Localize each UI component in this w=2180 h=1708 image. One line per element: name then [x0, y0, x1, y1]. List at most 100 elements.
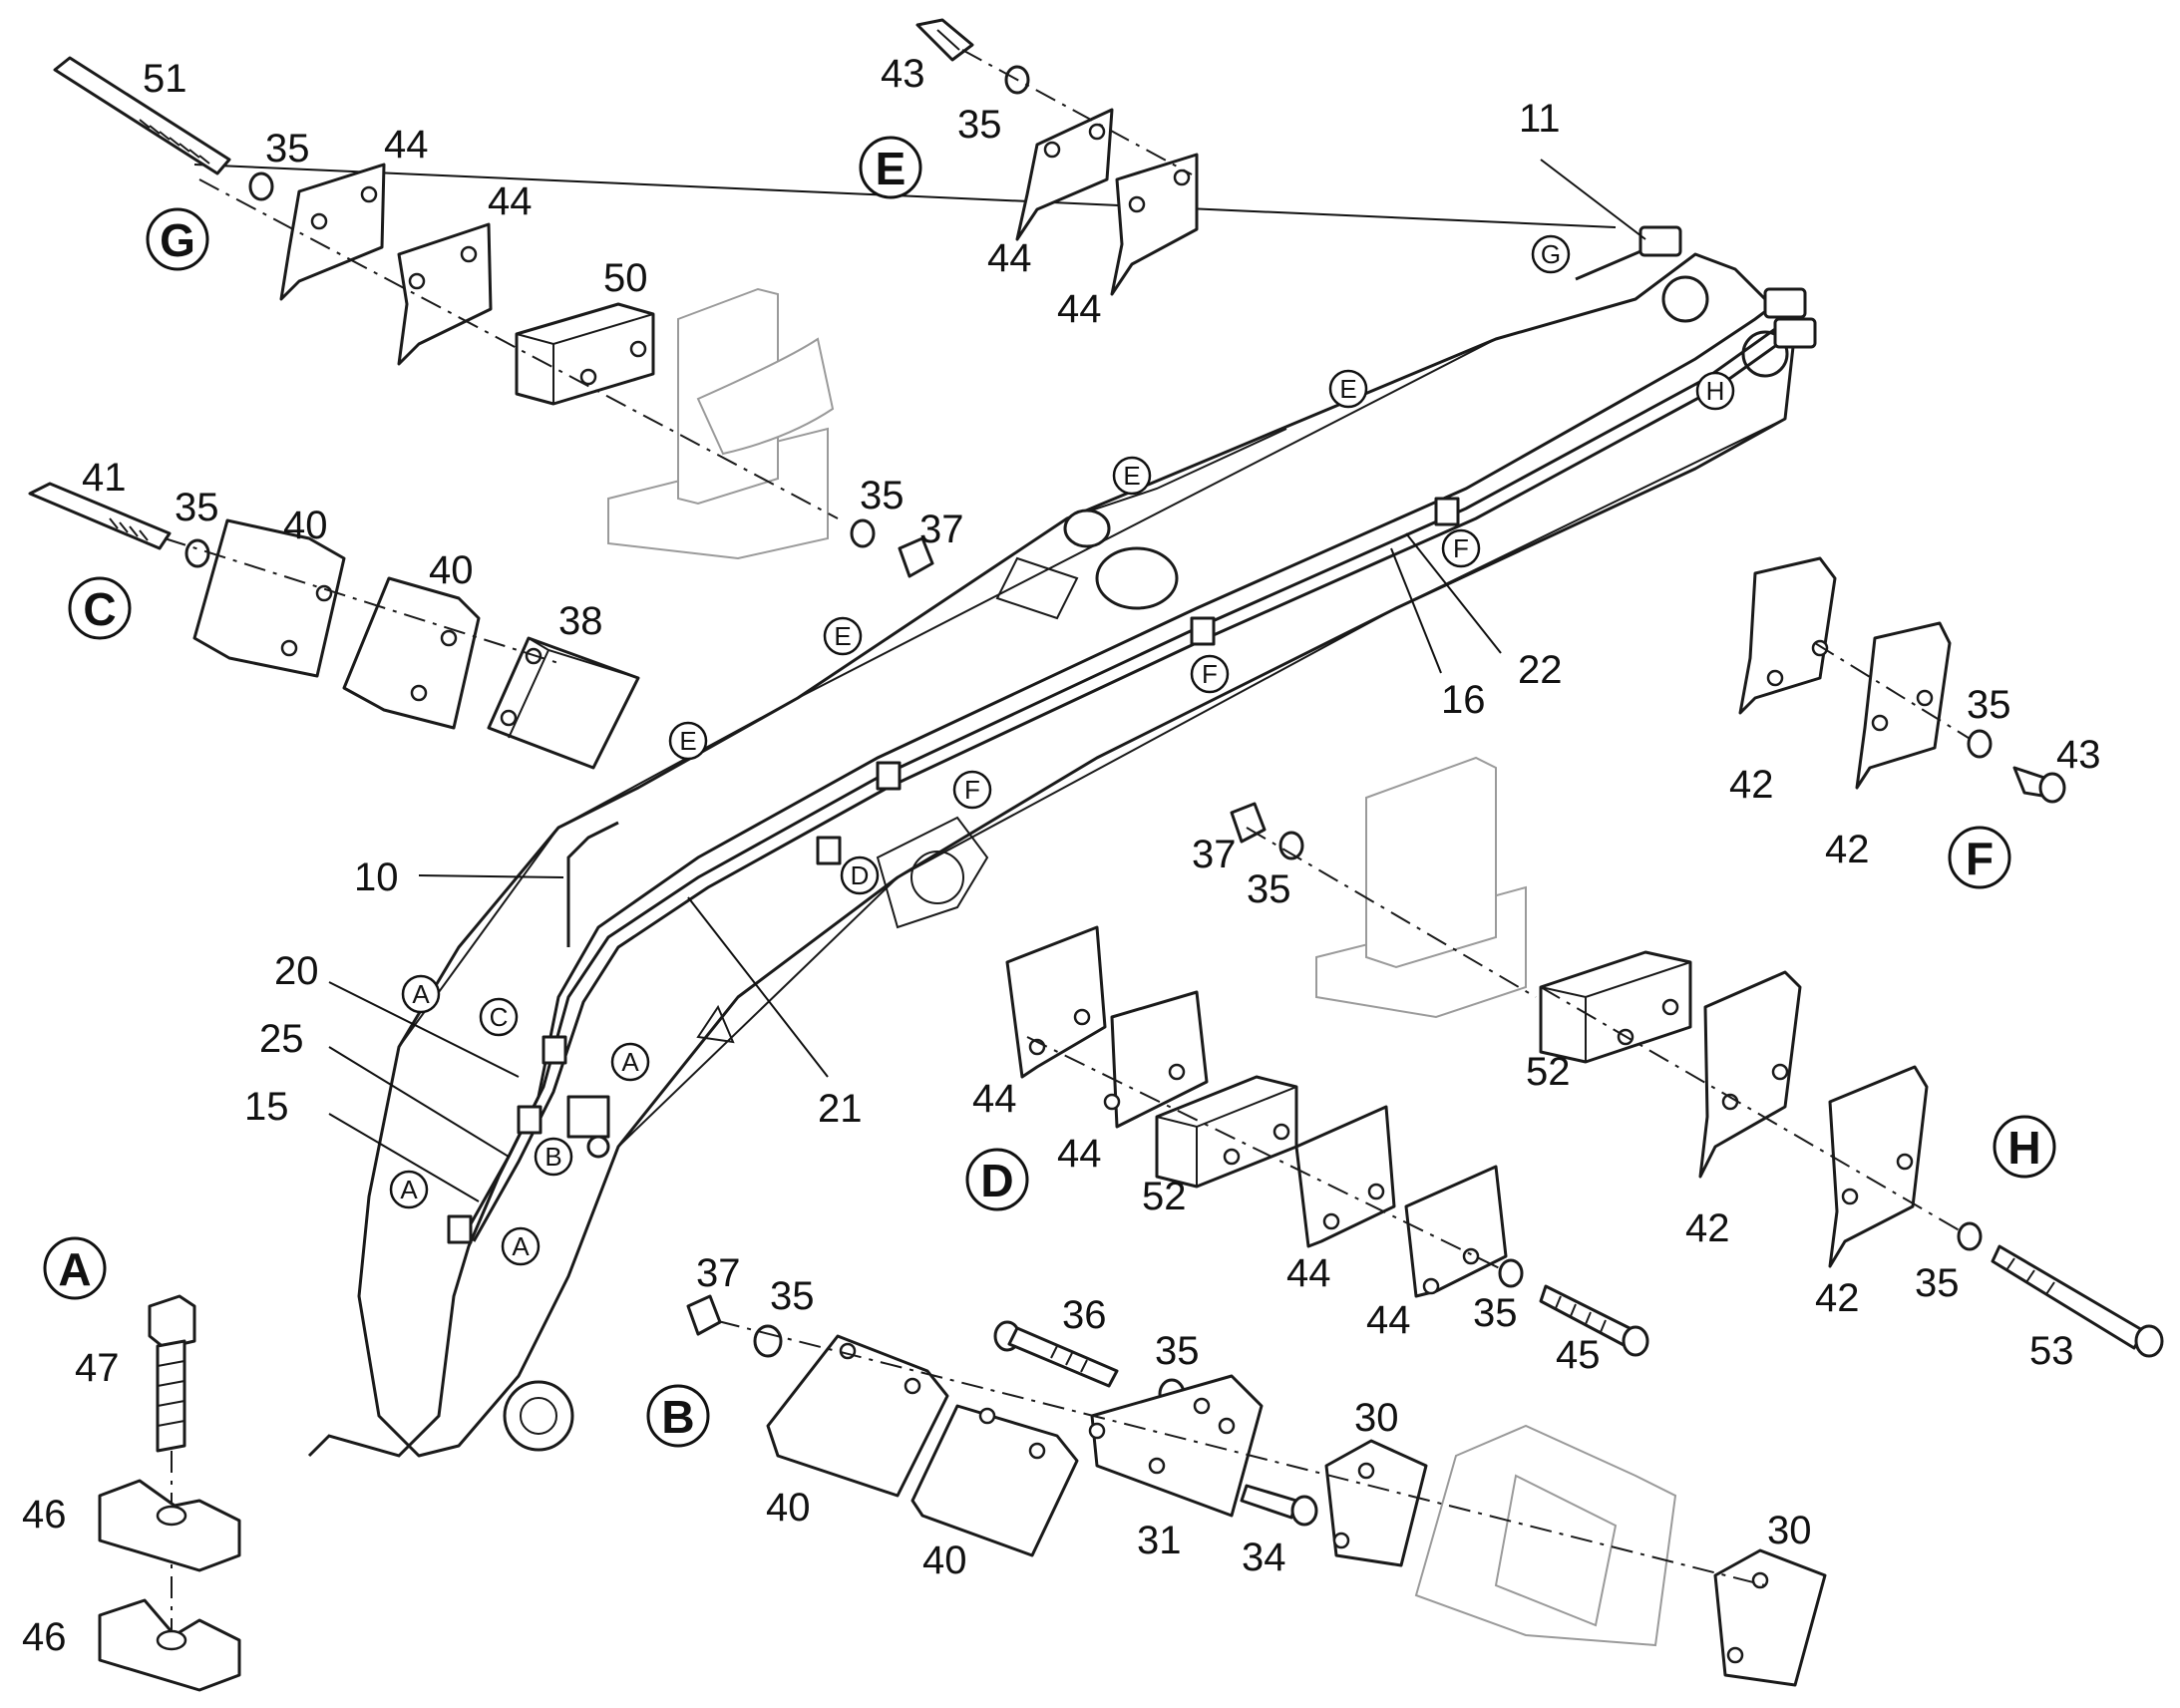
- callout-35: 35: [265, 127, 310, 171]
- callout-44: 44: [1366, 1298, 1411, 1342]
- callout-35: 35: [1473, 1291, 1518, 1335]
- callout-40: 40: [283, 504, 328, 547]
- boom-marker-f2: F: [1190, 654, 1230, 694]
- washer-35-f: [1967, 729, 1993, 759]
- washer-35-h: [1957, 1221, 1983, 1251]
- bolt-45: [1539, 1284, 1649, 1357]
- washer-35-c: [184, 538, 210, 568]
- callout-35: 35: [1247, 867, 1291, 911]
- boom-marker-d: D: [840, 855, 880, 895]
- callout-20: 20: [274, 949, 319, 993]
- callout-34: 34: [1242, 1536, 1286, 1579]
- clamp-42-f-rear: [1855, 621, 1952, 790]
- bracket-mount-d: [1315, 756, 1527, 1019]
- callout-35: 35: [1967, 683, 2011, 727]
- block-30-front: [1324, 1439, 1428, 1567]
- callout-44: 44: [1057, 287, 1102, 331]
- bolt-43-f: [2012, 766, 2066, 804]
- callout-45: 45: [1556, 1333, 1601, 1377]
- bolt-43-e: [915, 18, 974, 62]
- washer-35-d: [1278, 831, 1304, 860]
- clamp-44-d2: [1103, 990, 1209, 1129]
- clamp-46-upper: [98, 1479, 241, 1572]
- svg-text:G: G: [1541, 239, 1561, 269]
- svg-text:A: A: [400, 1175, 418, 1204]
- svg-text:B: B: [545, 1142, 561, 1172]
- callout-35: 35: [175, 486, 219, 529]
- clamp-44-e-front: [1015, 108, 1114, 241]
- view-f: F: [1738, 556, 2066, 889]
- svg-text:A: A: [621, 1047, 639, 1077]
- svg-text:E: E: [834, 621, 851, 651]
- bolt-41: [28, 482, 172, 550]
- callout-40: 40: [766, 1486, 811, 1530]
- bolt-36: [993, 1320, 1119, 1388]
- boom-marker-b: B: [534, 1137, 573, 1177]
- view-label-d: D: [965, 1148, 1029, 1211]
- bolt-47: [148, 1294, 196, 1453]
- callout-numbers: 51 35 44 44 50 35 37 41 35 40 40 38 43 3…: [22, 52, 2101, 1659]
- washer-35-g-rear: [850, 518, 876, 548]
- callout-42: 42: [1729, 763, 1774, 807]
- callout-35: 35: [770, 1274, 815, 1318]
- clamp-46-lower: [98, 1598, 241, 1692]
- view-label-e: E: [859, 136, 922, 199]
- callout-30: 30: [1354, 1396, 1399, 1440]
- callout-44: 44: [1057, 1132, 1102, 1176]
- clamp-44-front: [279, 163, 386, 301]
- callout-16: 16: [1441, 678, 1486, 722]
- svg-text:E: E: [1339, 374, 1356, 404]
- svg-text:A: A: [412, 979, 430, 1009]
- clamp-40-front: [192, 518, 346, 678]
- svg-text:H: H: [1706, 376, 1725, 406]
- nut-37: [898, 536, 934, 578]
- boom-marker-f1: F: [1441, 528, 1481, 568]
- block-52-d: [1155, 1075, 1298, 1189]
- washer-35-d2: [1498, 1258, 1524, 1288]
- callout-31: 31: [1137, 1519, 1182, 1562]
- view-label-c: C: [68, 576, 132, 640]
- callout-51: 51: [143, 57, 187, 101]
- svg-text:A: A: [512, 1231, 530, 1261]
- svg-text:E: E: [679, 726, 696, 756]
- view-e: E: [859, 18, 1199, 296]
- bracket-mount-g: [607, 287, 835, 560]
- callout-35: 35: [1155, 1329, 1200, 1373]
- callout-35: 35: [957, 103, 1002, 147]
- clamp-42-h-front: [1698, 970, 1802, 1179]
- callout-43: 43: [881, 52, 925, 96]
- boom-marker-a1: A: [401, 974, 441, 1014]
- callout-44: 44: [488, 179, 533, 223]
- clamp-42-h-rear: [1828, 1065, 1929, 1268]
- svg-text:C: C: [83, 583, 116, 635]
- clamp-40-b-front: [766, 1334, 949, 1498]
- callout-44: 44: [1286, 1251, 1331, 1295]
- boom-marker-e3: E: [823, 616, 863, 656]
- main-leaders: [193, 159, 1646, 1202]
- boom-marker-e1: E: [1328, 369, 1368, 409]
- callout-43: 43: [2056, 733, 2101, 777]
- boom-marker-e4: E: [668, 721, 708, 761]
- callout-36: 36: [1062, 1293, 1107, 1337]
- svg-text:E: E: [876, 143, 907, 194]
- view-label-g: G: [146, 207, 209, 271]
- callout-15: 15: [244, 1085, 289, 1129]
- callout-40: 40: [429, 548, 474, 592]
- callout-30: 30: [1767, 1509, 1812, 1552]
- svg-text:C: C: [490, 1002, 509, 1032]
- callout-22: 22: [1518, 648, 1563, 692]
- washer-35: [248, 171, 274, 201]
- callout-37: 37: [919, 508, 964, 551]
- plate-31: [1088, 1374, 1264, 1518]
- boom-marker-f3: F: [952, 770, 992, 810]
- view-label-h: H: [1993, 1115, 2056, 1179]
- view-label-a: A: [43, 1236, 107, 1300]
- view-h: H: [1539, 950, 2164, 1358]
- callout-42: 42: [1825, 828, 1870, 871]
- washer-35-b: [753, 1324, 783, 1358]
- callout-35: 35: [860, 474, 905, 517]
- nut-37-d: [1230, 802, 1267, 844]
- clamp-42-f-front: [1738, 556, 1837, 715]
- callout-25: 25: [259, 1017, 304, 1061]
